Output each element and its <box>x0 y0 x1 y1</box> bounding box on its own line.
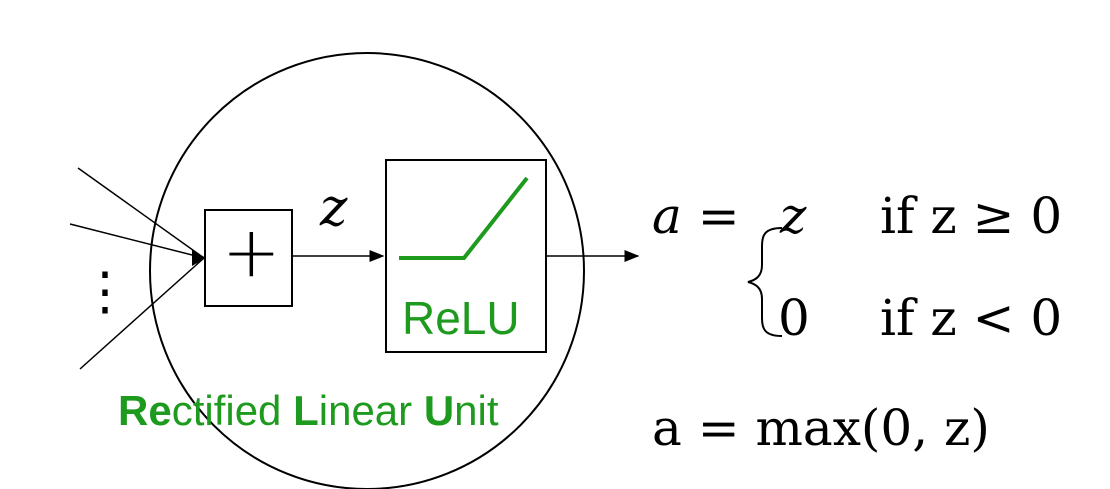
relu-box-label: ReLU <box>402 292 520 344</box>
relu-curve <box>399 176 529 260</box>
cases-brace <box>747 227 783 337</box>
unit-name-l: L <box>293 387 319 434</box>
sum-box <box>204 209 293 307</box>
input-dots: ⋮ <box>79 262 131 322</box>
unit-name-nit: nit <box>454 387 499 434</box>
unit-name-inear: inear <box>318 387 424 434</box>
input-arrowhead <box>192 250 206 266</box>
unit-name-ctified: ctified <box>171 387 294 434</box>
plus-symbol: + <box>222 211 281 293</box>
unit-name-re: Re <box>118 387 172 434</box>
unit-name-u: U <box>423 387 455 434</box>
equation-lhs-text: a = <box>652 187 740 245</box>
input-line-3 <box>79 257 205 370</box>
input-line-2 <box>69 223 205 259</box>
case2-value: 0 <box>778 289 810 347</box>
case1-value: z <box>780 187 807 245</box>
z-label: z <box>320 178 348 238</box>
max-formula: a = max(0, z) <box>652 399 990 457</box>
case1-condition: if z ≥ 0 <box>880 187 1063 245</box>
input-line-1 <box>77 167 205 259</box>
neuron-circle <box>149 52 585 489</box>
unit-name: Rectified Linear Unit <box>118 385 499 437</box>
case2-condition: if z < 0 <box>880 289 1063 347</box>
equation-lhs: a = <box>652 186 740 246</box>
